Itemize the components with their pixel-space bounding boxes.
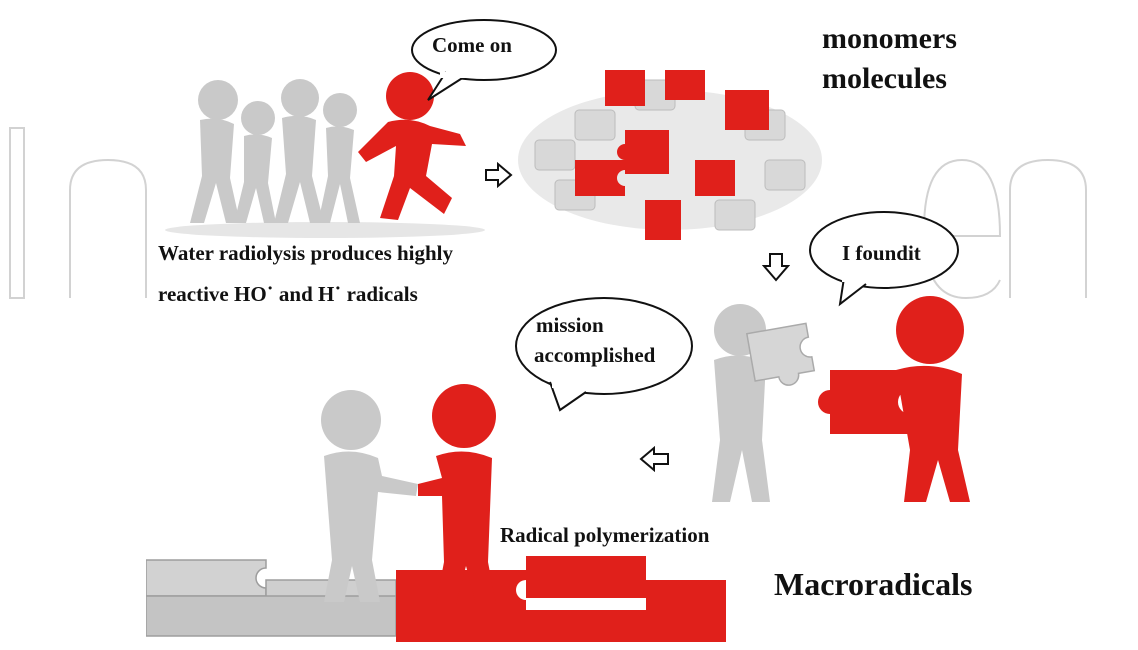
puzzle-carriers-illustration: [712, 296, 970, 502]
macroradicals-label: Macroradicals: [774, 566, 973, 602]
speech-bubble-come-on: [411, 19, 557, 101]
monomers-label-line2: molecules: [822, 62, 947, 95]
monomers-label-line1: monomers: [822, 22, 957, 55]
arrow-right-icon: [485, 162, 513, 188]
polymerization-label: Radical polymerization: [500, 523, 710, 547]
arrow-down-icon: [762, 253, 790, 282]
bubble-text-come-on: Come on: [432, 33, 512, 57]
running-figures-illustration: [165, 72, 485, 238]
speech-bubble-found-it: [809, 211, 959, 307]
bubble-text-found-it: I foundit: [842, 241, 921, 265]
arrow-left-icon: [639, 446, 669, 472]
puzzle-pile-illustration: [518, 70, 822, 240]
radiolysis-label-line2: reactive HO˙ and H˙ radicals: [158, 282, 418, 306]
handshake-illustration: [146, 384, 726, 642]
radiolysis-label-line1: Water radiolysis produces highly: [158, 241, 454, 265]
bubble-text-mission-line1: mission: [536, 313, 604, 337]
red-puzzle-pieces: [575, 70, 769, 240]
speech-bubble-mission: [515, 297, 693, 412]
bubble-text-mission-line2: accomplished: [534, 343, 656, 367]
red-runner-figure: [358, 72, 466, 220]
